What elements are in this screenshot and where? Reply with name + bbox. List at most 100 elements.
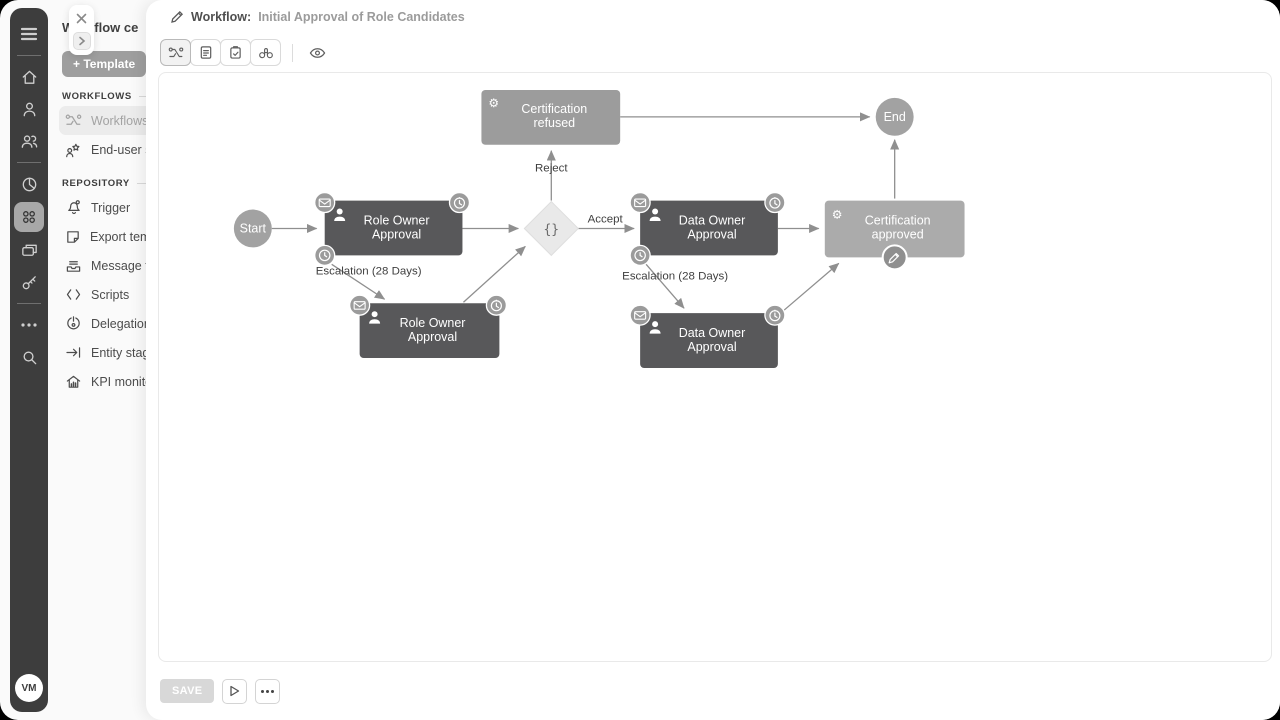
edge-role1-escalation-to-role2[interactable] [331, 263, 386, 300]
pencil-badge-icon[interactable] [881, 244, 908, 271]
rail-divider [17, 55, 41, 56]
timer-badge-icon [448, 191, 471, 214]
end-user-icon [66, 143, 80, 157]
rail-divider [17, 303, 41, 304]
home-icon[interactable] [10, 61, 48, 93]
svg-text:Certification: Certification [865, 213, 931, 227]
node-role-owner-approval-2[interactable]: Role Owner Approval [349, 294, 508, 359]
sidebar-item-scripts[interactable]: Scripts [62, 280, 166, 309]
panel-collapse-control [69, 5, 94, 55]
svg-text:Data Owner: Data Owner [679, 326, 746, 340]
email-badge-icon [629, 304, 651, 326]
edge-label-escalation-2: Escalation (28 Days) [622, 270, 728, 282]
person-icon [369, 311, 381, 324]
timer-badge-icon [764, 304, 786, 326]
editor-toolbar [160, 39, 330, 66]
svg-text:Approval: Approval [687, 340, 736, 354]
svg-text:Role Owner: Role Owner [400, 316, 466, 330]
rail-divider [17, 162, 41, 163]
svg-text:{}: {} [543, 222, 559, 237]
node-certification-approved[interactable]: ⚙ Certification approved [824, 200, 965, 271]
save-button[interactable]: SAVE [160, 679, 215, 703]
svg-text:approved: approved [872, 227, 924, 241]
add-template-button[interactable]: + Template [62, 51, 147, 77]
email-badge-icon [629, 191, 651, 214]
checklist-view-button[interactable] [220, 39, 251, 66]
workflow-diagram: Reject Accept Escalation (28 Days) Escal… [233, 89, 965, 368]
chevron-right-icon[interactable] [72, 32, 91, 51]
gear-icon: ⚙ [488, 96, 499, 110]
user-avatar[interactable]: VM [15, 674, 43, 702]
edge-label-reject: Reject [535, 163, 568, 175]
more-actions-button[interactable] [255, 678, 281, 704]
clipboard-check-icon [230, 46, 241, 59]
node-start[interactable]: Start [233, 209, 272, 248]
key-icon[interactable] [10, 266, 48, 298]
play-icon [230, 685, 240, 697]
entity-staging-icon [66, 347, 81, 358]
node-certification-refused[interactable]: ⚙ Certification refused [481, 89, 621, 145]
title-label: Workflow: [191, 10, 252, 24]
email-badge-icon [349, 294, 371, 316]
user-icon[interactable] [10, 93, 48, 125]
person-icon [334, 208, 346, 221]
gear-icon: ⚙ [832, 208, 843, 222]
clock-badge-icon [629, 244, 651, 266]
trigger-bell-icon [68, 200, 80, 215]
workflow-icon [65, 114, 82, 125]
search-icon[interactable] [10, 341, 48, 373]
node-data-owner-approval-2[interactable]: Data Owner Approval [629, 304, 786, 368]
edge-data2-to-approved[interactable] [782, 262, 840, 312]
svg-text:Start: Start [240, 221, 267, 235]
hamburger-menu-icon[interactable] [10, 18, 48, 50]
kpi-monitoring-icon [66, 375, 81, 388]
node-data-owner-approval-1[interactable]: Data Owner Approval [629, 191, 786, 266]
find-view-button[interactable] [250, 39, 281, 66]
document-icon [200, 46, 211, 59]
sidebar-item-export-template[interactable]: Export templ [62, 222, 166, 251]
timer-badge-icon [764, 191, 786, 214]
clock-badge-icon [314, 244, 336, 266]
eye-icon [309, 47, 325, 58]
edit-pencil-icon[interactable] [170, 10, 184, 24]
svg-text:End: End [884, 110, 906, 124]
sidebar-item-trigger[interactable]: Trigger [62, 193, 166, 222]
node-end[interactable]: End [875, 97, 914, 136]
workflow-canvas[interactable]: Reject Accept Escalation (28 Days) Escal… [158, 72, 1272, 662]
edge-label-accept: Accept [588, 213, 624, 225]
title-value: Initial Approval of Role Candidates [258, 10, 465, 24]
run-button[interactable] [222, 678, 248, 704]
svg-text:Certification: Certification [521, 102, 587, 116]
main-area: Workflow: Initial Approval of Role Candi… [146, 0, 1280, 720]
svg-text:Approval: Approval [408, 330, 457, 344]
node-decision[interactable]: {} [523, 200, 579, 257]
pie-chart-icon[interactable] [10, 168, 48, 200]
users-group-icon[interactable] [10, 125, 48, 157]
close-icon[interactable] [73, 10, 91, 28]
delegation-icon [67, 316, 80, 330]
ellipsis-icon [261, 689, 275, 693]
svg-text:Data Owner: Data Owner [679, 213, 746, 227]
apps-grid-icon[interactable] [14, 202, 44, 232]
flow-view-button[interactable] [160, 39, 191, 66]
printer-icon[interactable] [10, 234, 48, 266]
person-icon [649, 208, 661, 221]
person-icon [649, 321, 661, 334]
icon-rail: VM [10, 8, 48, 712]
document-view-button[interactable] [190, 39, 221, 66]
edge-data1-escalation-to-data2[interactable] [645, 263, 685, 309]
editor-footer: SAVE [146, 662, 1280, 720]
edge-role2-to-decision[interactable] [463, 245, 526, 303]
more-options-icon[interactable] [10, 309, 48, 341]
workflow-title: Workflow: Initial Approval of Role Candi… [170, 10, 465, 24]
flow-view-icon [168, 46, 183, 57]
scripts-code-icon [66, 289, 81, 300]
binoculars-icon [258, 47, 273, 58]
svg-text:Approval: Approval [372, 227, 421, 241]
svg-text:refused: refused [533, 116, 575, 130]
message-template-icon [66, 260, 81, 272]
node-role-owner-approval-1[interactable]: Role Owner Approval [314, 191, 471, 266]
toolbar-divider [292, 43, 293, 62]
preview-eye-button[interactable] [304, 40, 330, 66]
